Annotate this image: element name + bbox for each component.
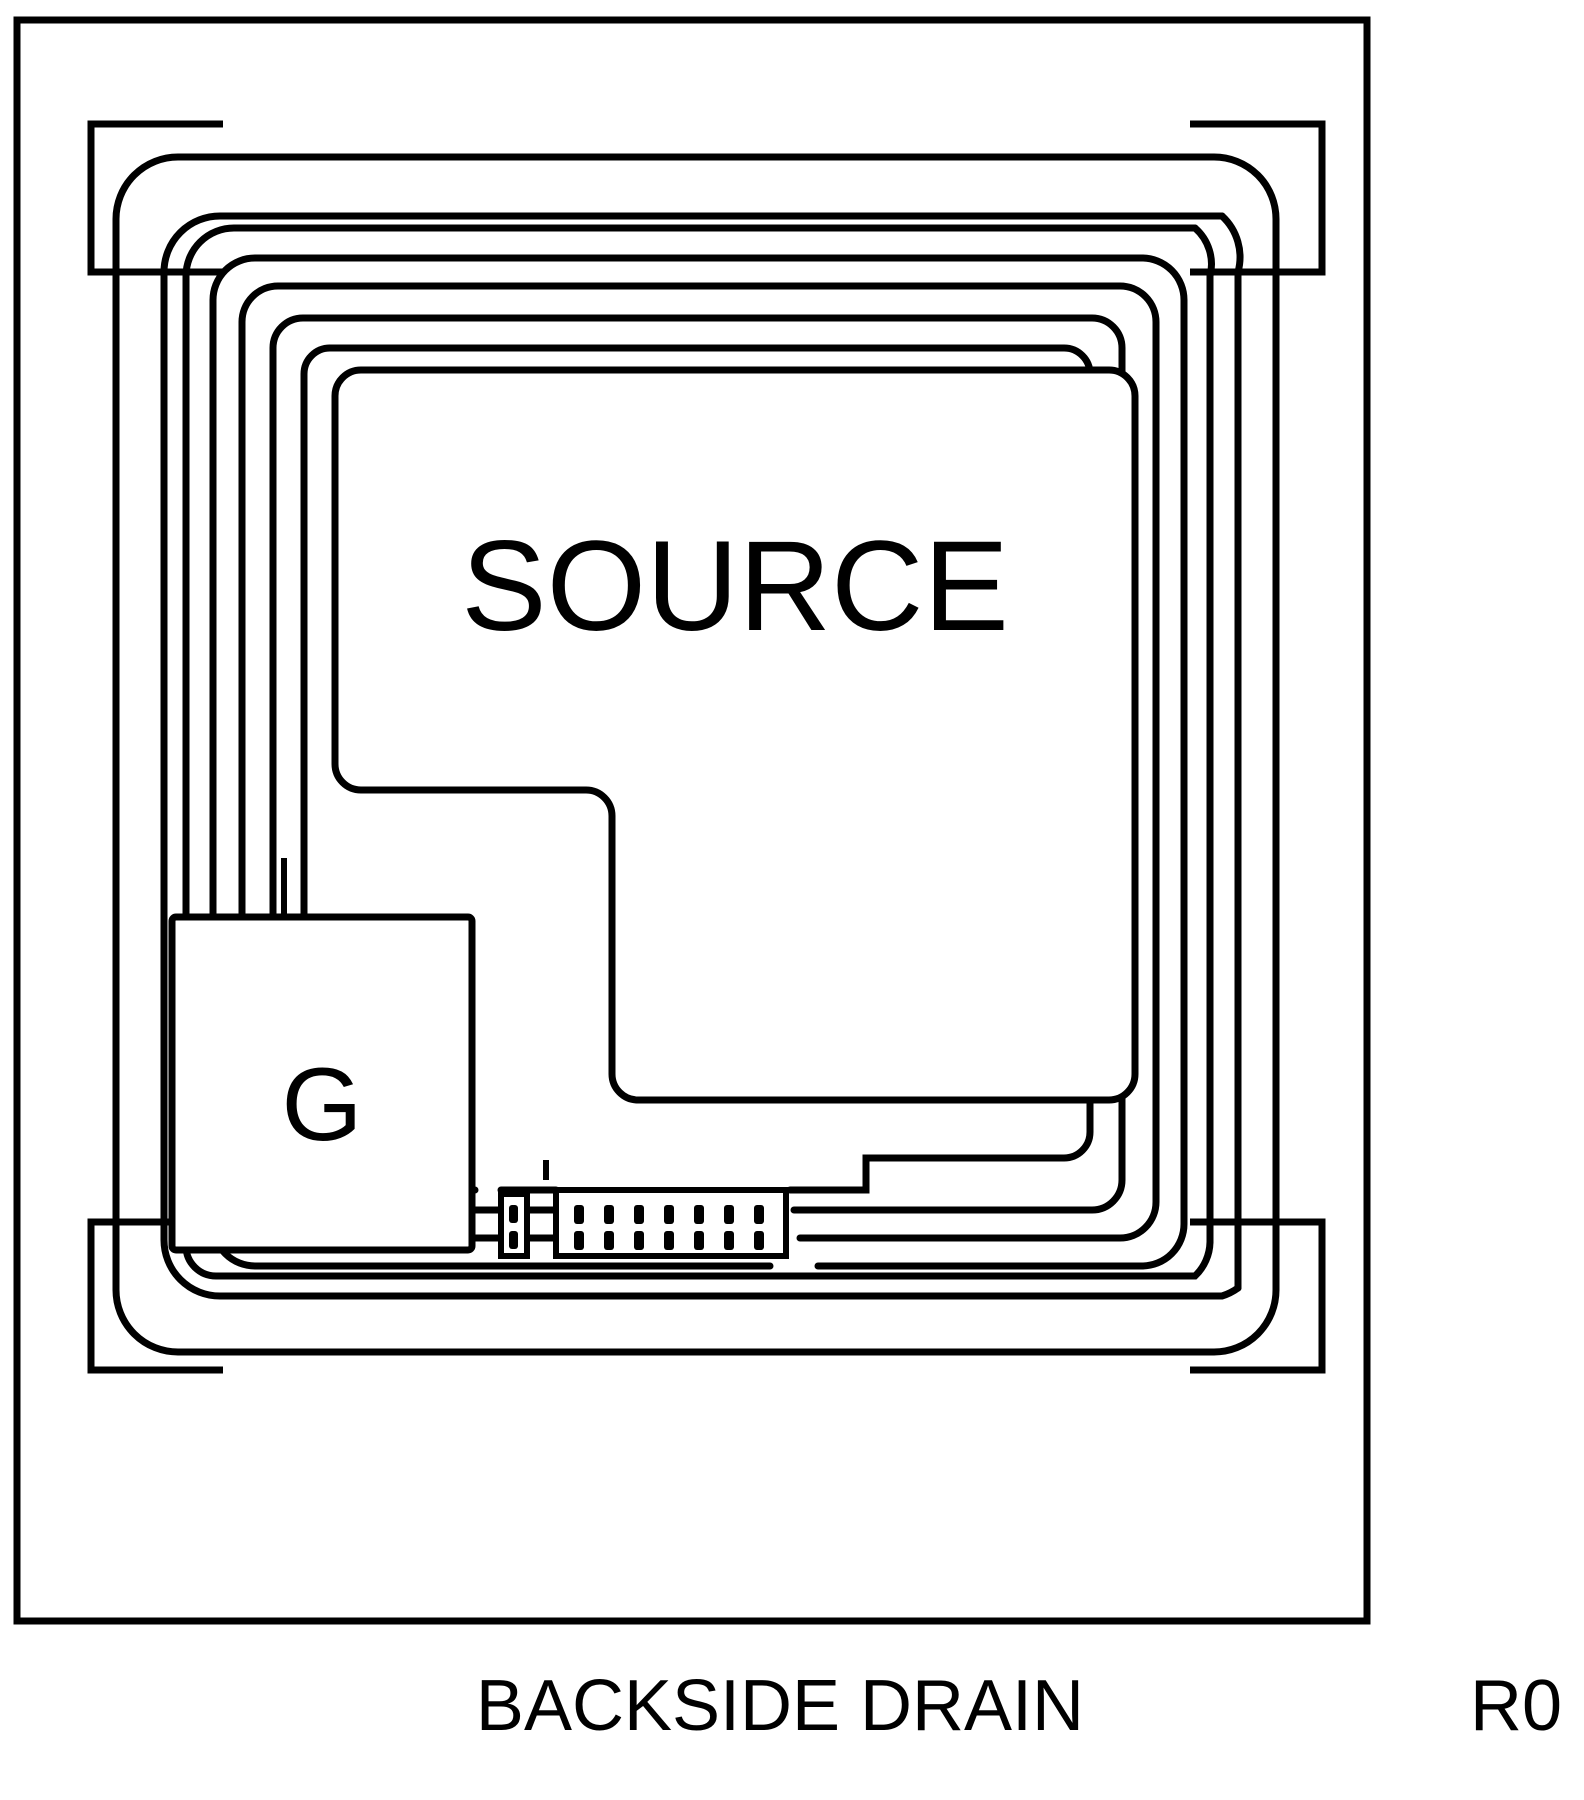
via-slot <box>604 1231 614 1250</box>
via-slot <box>754 1205 764 1224</box>
via-slot <box>634 1205 644 1224</box>
via-slot <box>724 1205 734 1224</box>
corner-notch-top-right <box>1190 120 1326 276</box>
via-slot <box>664 1231 674 1250</box>
via-slot <box>509 1205 518 1223</box>
gate-pad-label: G <box>282 1047 363 1163</box>
source-bond-pad[interactable]: SOURCE <box>331 366 1139 1104</box>
ring-2-path-right <box>1218 212 1244 1292</box>
ring-2-path <box>160 212 1242 1300</box>
die-outline <box>13 16 1371 1625</box>
ring-1-path <box>112 153 1280 1356</box>
gate-runner-via-array <box>498 1187 789 1259</box>
source-metal-ring-2 <box>160 212 1244 1300</box>
via-array-crossing-runners <box>524 1160 549 1256</box>
corner-notch-bottom-left <box>87 1218 223 1374</box>
gate-pad-outline[interactable] <box>168 913 476 1254</box>
via-slot <box>574 1205 584 1224</box>
via-slot <box>724 1231 734 1250</box>
via-slot <box>664 1205 674 1224</box>
source-pad-outline[interactable] <box>331 366 1139 1104</box>
corner-notch-top-left <box>87 120 223 276</box>
source-metal-ring-1 <box>112 153 1280 1356</box>
via-slot <box>694 1231 704 1250</box>
via-slot <box>694 1205 704 1224</box>
revision-label: R0 <box>1470 1666 1562 1746</box>
backside-drain-caption: BACKSIDE DRAIN <box>476 1666 1084 1746</box>
via-slot <box>754 1231 764 1250</box>
via-slot <box>509 1231 518 1249</box>
via-columns-main <box>574 1205 764 1250</box>
corner-notch-bottom-right <box>1190 1218 1326 1374</box>
source-pad-label: SOURCE <box>461 515 1009 658</box>
via-slot <box>604 1205 614 1224</box>
gate-bond-pad[interactable]: G <box>168 913 476 1254</box>
via-slot <box>634 1231 644 1250</box>
via-slot <box>574 1231 584 1250</box>
via-column-left <box>509 1205 518 1249</box>
ring-3-path-right <box>1191 224 1215 1246</box>
ring-7-path-right <box>326 344 1094 1194</box>
